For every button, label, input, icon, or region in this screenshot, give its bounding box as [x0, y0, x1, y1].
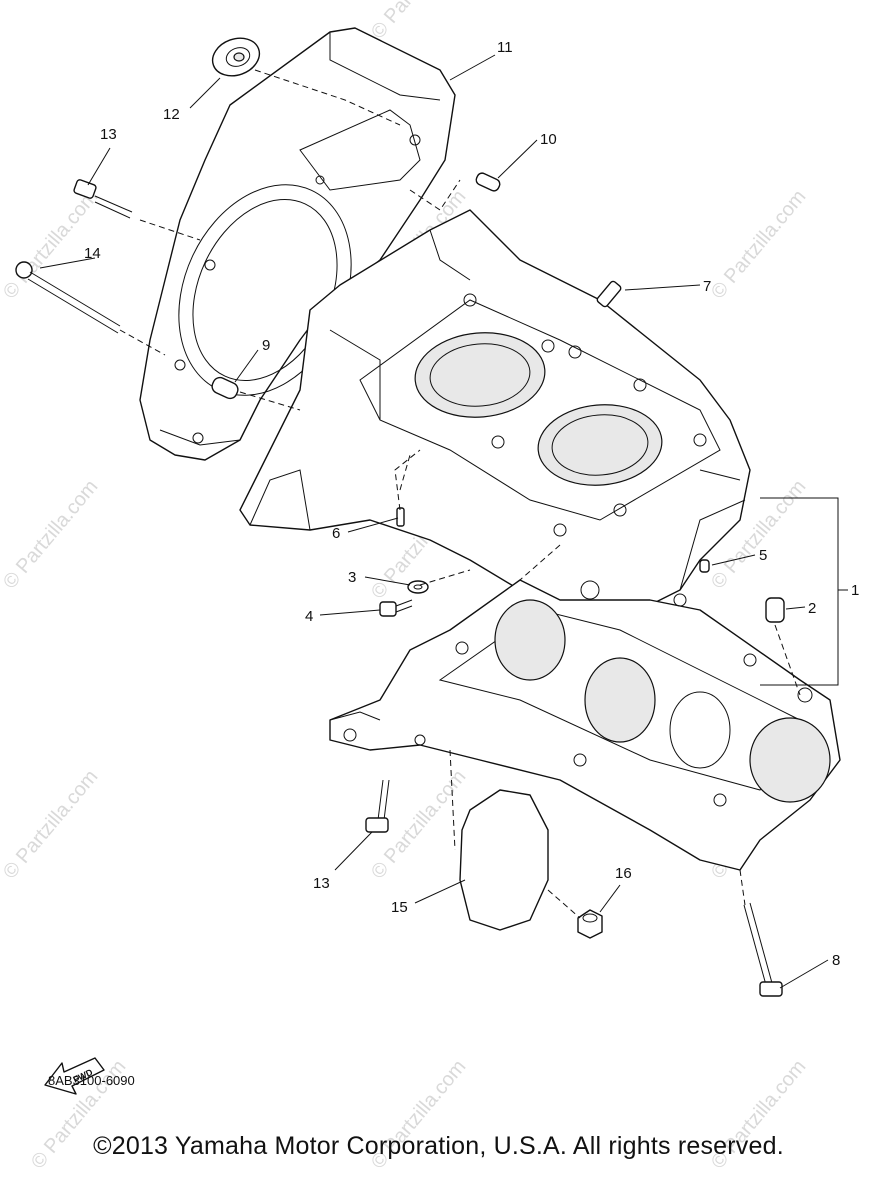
lower-crankcase [329, 579, 841, 871]
watermark: © Partzilla.com [0, 476, 102, 593]
bearing-part-12 [211, 37, 261, 77]
dowel-part-9 [211, 376, 239, 400]
nut-part-16 [577, 909, 603, 939]
watermark: © Partzilla.com [367, 0, 470, 43]
callout-6: 6 [332, 525, 340, 542]
callout-13-lower: 13 [313, 875, 330, 892]
callout-8: 8 [832, 952, 840, 969]
copyright-notice: ©2013 Yamaha Motor Corporation, U.S.A. A… [93, 1132, 784, 1160]
diagram-code: 8AB3100-6090 [48, 1073, 135, 1088]
callout-1: 1 [851, 582, 859, 599]
bolt-part-13-upper [73, 179, 133, 219]
callout-3: 3 [348, 569, 356, 586]
callout-10: 10 [540, 131, 557, 148]
callout-16: 16 [615, 865, 632, 882]
pin-part-5 [699, 559, 710, 573]
plug-part-2 [765, 597, 785, 623]
pin-part-10 [475, 172, 501, 192]
leader-lines [39, 54, 848, 989]
callout-15: 15 [391, 899, 408, 916]
stud-part-7 [596, 280, 622, 308]
callout-11: 11 [497, 39, 513, 56]
watermark: © Partzilla.com [707, 186, 810, 303]
cover-part-15 [459, 789, 549, 931]
bolt-part-4 [379, 599, 413, 617]
callout-5: 5 [759, 547, 767, 564]
assembly-lines [119, 69, 801, 919]
bolt-part-13-lower [365, 779, 390, 833]
washer-part-3 [407, 580, 429, 594]
callout-13: 13 [100, 126, 117, 143]
crankcase-cover [139, 27, 456, 461]
pin-part-6 [396, 507, 405, 527]
callout-9: 9 [262, 337, 270, 354]
bolt-part-14 [15, 261, 121, 334]
callout-7: 7 [703, 278, 711, 295]
callout-14: 14 [84, 245, 101, 262]
upper-crankcase [239, 209, 751, 621]
callout-labels: 11 12 13 14 10 7 9 6 5 3 4 2 1 13 15 16 … [84, 39, 859, 969]
callout-12: 12 [163, 106, 180, 123]
bolt-part-8 [743, 902, 783, 997]
watermark: © Partzilla.com [0, 766, 102, 883]
callout-4: 4 [305, 608, 313, 625]
callout-2: 2 [808, 600, 816, 617]
